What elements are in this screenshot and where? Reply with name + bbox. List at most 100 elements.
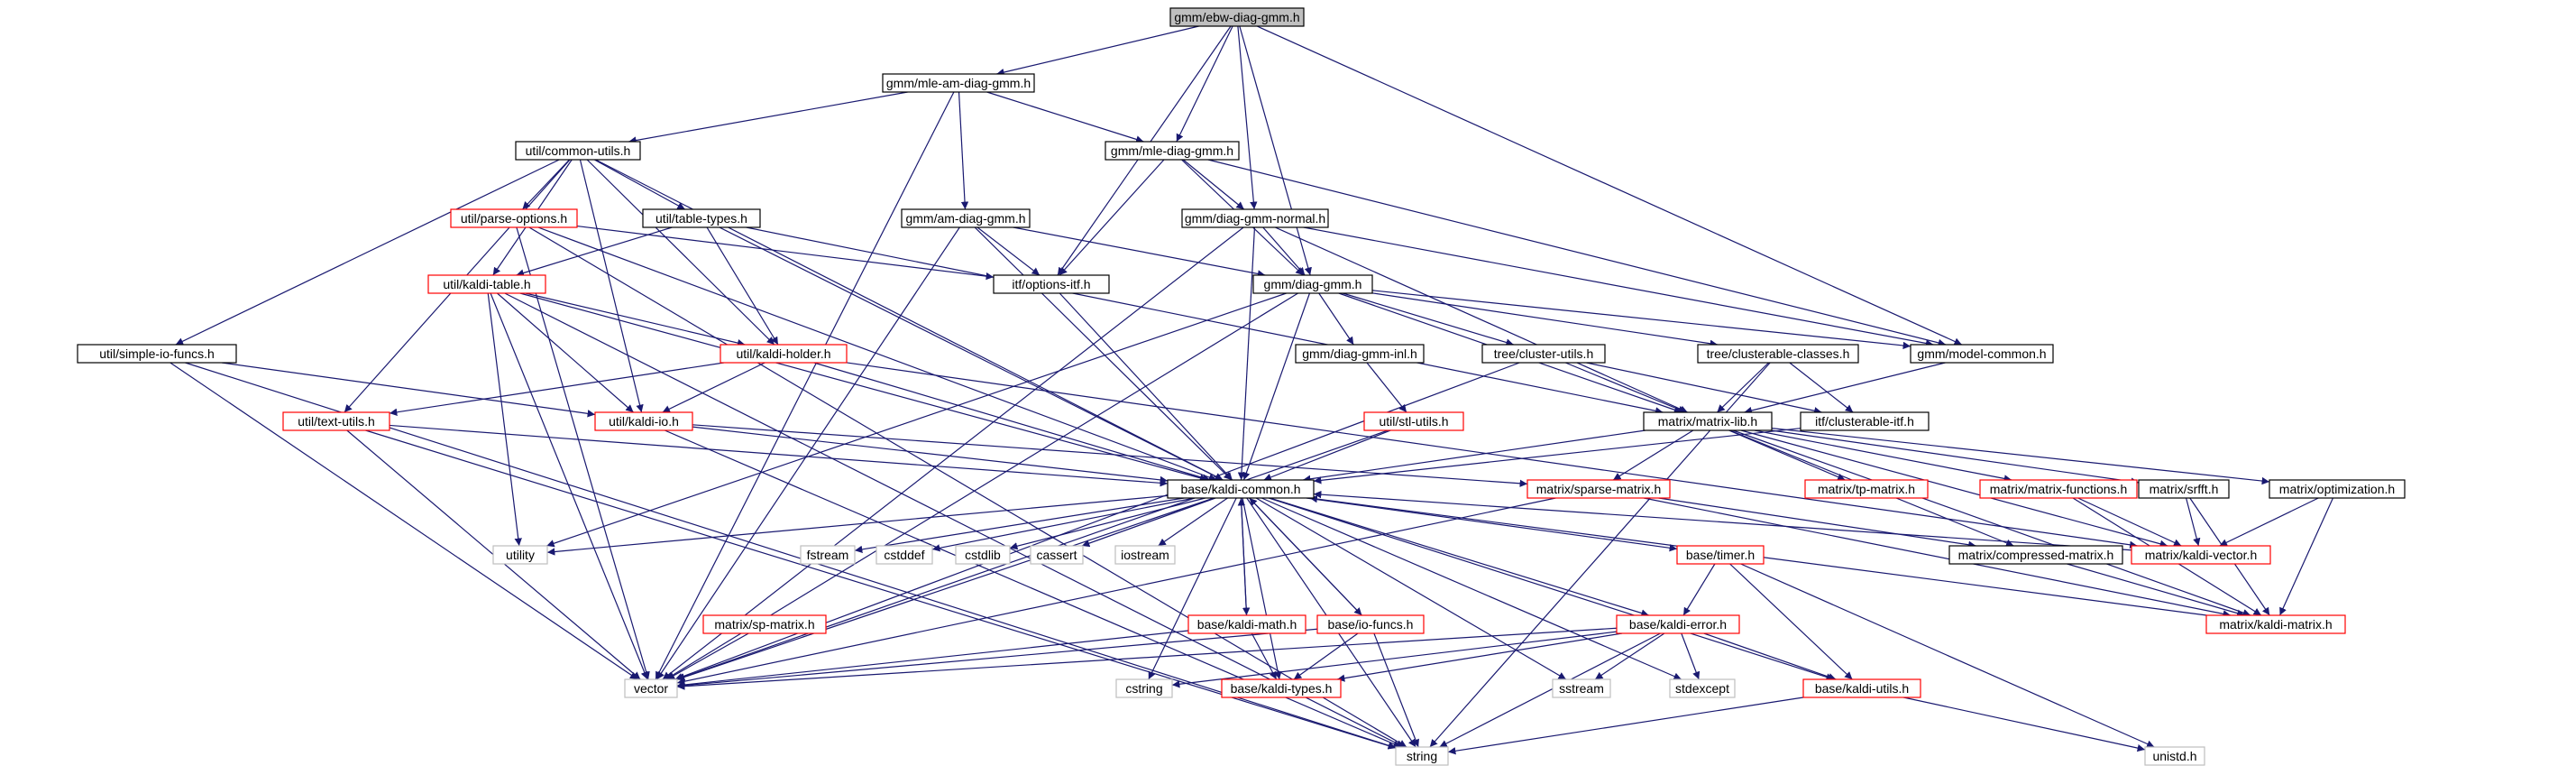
node-fstream[interactable]: fstream — [800, 545, 856, 565]
edge-ebw-to-diagnormal — [1237, 25, 1258, 210]
node-utility[interactable]: utility — [492, 545, 548, 565]
node-matrix-functions[interactable]: matrix/matrix-functions.h — [1979, 479, 2138, 499]
node-kaldi-io[interactable]: util/kaldi-io.h — [594, 411, 693, 431]
node-clusterable-itf[interactable]: itf/clusterable-itf.h — [1800, 411, 1930, 431]
node-diaggmm[interactable]: gmm/diag-gmm.h — [1252, 274, 1373, 294]
node-label: gmm/ebw-diag-gmm.h — [1174, 10, 1299, 24]
node-simple-io[interactable]: util/simple-io-funcs.h — [77, 344, 237, 364]
node-table-types[interactable]: util/table-types.h — [642, 208, 761, 228]
node-vector[interactable]: vector — [624, 678, 678, 698]
node-sp-matrix[interactable]: matrix/sp-matrix.h — [702, 614, 827, 634]
node-label: base/kaldi-types.h — [1231, 681, 1333, 696]
node-optimization[interactable]: matrix/optimization.h — [2269, 479, 2406, 499]
node-srfft[interactable]: matrix/srfft.h — [2138, 479, 2230, 499]
edge-common_utils-to-simple_io — [175, 159, 560, 346]
node-cstddef[interactable]: cstddef — [875, 545, 933, 565]
edge-kaldi_common-to-timer — [1306, 497, 1678, 552]
nodes-layer: gmm/ebw-diag-gmm.h gmm/mle-am-diag-gmm.h u… — [77, 7, 2406, 766]
edge-ebw-to-mleam — [996, 25, 1199, 77]
edge-kaldi_table-to-kaldi_io — [497, 292, 634, 413]
node-mleam[interactable]: gmm/mle-am-diag-gmm.h — [882, 73, 1035, 93]
edge-kaldi_error-to-cstring — [1171, 631, 1618, 688]
edge-kaldi_common-to-kaldi_utils — [1268, 497, 1835, 681]
node-label: util/common-utils.h — [526, 143, 631, 158]
node-box — [875, 545, 933, 565]
node-text-utils[interactable]: util/text-utils.h — [282, 411, 390, 431]
node-cstdlib[interactable]: cstdlib — [955, 545, 1011, 565]
node-label: fstream — [807, 548, 849, 562]
edge-text_utils-to-string — [365, 429, 1397, 750]
node-common-utils[interactable]: util/common-utils.h — [515, 141, 641, 161]
node-timer[interactable]: base/timer.h — [1676, 545, 1765, 565]
node-kaldi-types[interactable]: base/kaldi-types.h — [1221, 678, 1342, 698]
edge-table_types-to-kaldi_table — [516, 226, 673, 277]
node-stl-utils[interactable]: util/stl-utils.h — [1363, 411, 1464, 431]
node-label: tree/clusterable-classes.h — [1707, 346, 1850, 361]
node-clusterable-classes[interactable]: tree/clusterable-classes.h — [1697, 344, 1859, 364]
node-mlediag[interactable]: gmm/mle-diag-gmm.h — [1105, 141, 1240, 161]
node-io-funcs[interactable]: base/io-funcs.h — [1316, 614, 1425, 634]
node-label: matrix/kaldi-matrix.h — [2219, 617, 2332, 632]
node-cassert[interactable]: cassert — [1030, 545, 1084, 565]
edge-kaldi_io-to-kaldi_common — [692, 426, 1169, 484]
edge-clusterable_classes-to-clusterable_itf — [1789, 362, 1854, 413]
node-box — [720, 344, 848, 364]
node-kaldi-matrix[interactable]: matrix/kaldi-matrix.h — [2205, 614, 2346, 634]
edge-amdiag-to-diaggmm — [1013, 226, 1266, 278]
node-sparse-matrix[interactable]: matrix/sparse-matrix.h — [1526, 479, 1671, 499]
edge-kaldi_math-to-kaldi_types — [1251, 632, 1278, 680]
node-kaldi-math[interactable]: base/kaldi-math.h — [1187, 614, 1306, 634]
node-label: stdexcept — [1675, 681, 1729, 696]
node-label: util/parse-options.h — [461, 211, 567, 226]
node-cluster-utils[interactable]: tree/cluster-utils.h — [1481, 344, 1606, 364]
edge-kaldi_vector-to-kaldi_common — [1313, 490, 2132, 551]
edge-kaldi_common-to-kaldi_types — [1242, 497, 1282, 680]
node-diaggmm-inl[interactable]: gmm/diag-gmm-inl.h — [1295, 344, 1425, 364]
node-box — [2205, 614, 2346, 634]
node-sstream[interactable]: sstream — [1552, 678, 1611, 698]
node-string[interactable]: string — [1395, 746, 1449, 766]
node-kaldi-table[interactable]: util/kaldi-table.h — [427, 274, 546, 294]
edge-parse_options-to-kaldi_common — [537, 226, 1217, 482]
node-cstring[interactable]: cstring — [1115, 678, 1173, 698]
node-label: util/text-utils.h — [298, 414, 375, 429]
node-box — [882, 73, 1035, 93]
edge-amdiag-to-options_itf — [976, 226, 1040, 276]
edge-kaldi_table-to-kaldi_holder — [525, 292, 746, 347]
node-box — [1481, 344, 1606, 364]
edge-optimization-to-kaldi_vector — [2219, 497, 2319, 547]
node-compressed-matrix[interactable]: matrix/compressed-matrix.h — [1948, 545, 2123, 565]
edge-parse_options-to-vector — [516, 226, 650, 680]
edge-model_common-to-matrix_lib — [1744, 362, 1946, 415]
node-amdiag[interactable]: gmm/am-diag-gmm.h — [901, 208, 1031, 228]
node-kaldi-error[interactable]: base/kaldi-error.h — [1616, 614, 1740, 634]
edge-sp_matrix-to-vector — [666, 632, 749, 680]
node-box — [450, 208, 578, 228]
edge-kaldi_error-to-vector — [676, 627, 1618, 690]
node-kaldi-common[interactable]: base/kaldi-common.h — [1167, 479, 1315, 499]
node-kaldi-utils[interactable]: base/kaldi-utils.h — [1802, 678, 1921, 698]
edge-mleam-to-vector — [655, 91, 955, 680]
node-kaldi-holder[interactable]: util/kaldi-holder.h — [720, 344, 848, 364]
edge-diaggmm-to-cluster_utils — [1343, 292, 1514, 346]
edge-kaldi_utils-to-string — [1447, 697, 1804, 755]
node-box — [1115, 678, 1173, 698]
node-unistd[interactable]: unistd.h — [2144, 746, 2205, 766]
node-tp-matrix[interactable]: matrix/tp-matrix.h — [1804, 479, 1929, 499]
edge-compressed_matrix-to-kaldi_matrix — [2067, 563, 2245, 617]
node-options-itf[interactable]: itf/options-itf.h — [993, 274, 1110, 294]
node-box — [594, 411, 693, 431]
edge-kaldi_error-to-string — [1439, 632, 1661, 748]
node-stdexcept[interactable]: stdexcept — [1669, 678, 1736, 698]
node-iostream[interactable]: iostream — [1114, 545, 1176, 565]
node-model-common[interactable]: gmm/model-common.h — [1910, 344, 2054, 364]
edge-matrix_functions-to-kaldi_vector — [2077, 497, 2182, 547]
node-kaldi-vector[interactable]: matrix/kaldi-vector.h — [2131, 545, 2271, 565]
edge-sparse_matrix-to-kaldi_matrix — [1643, 497, 2232, 618]
node-label: matrix/srfft.h — [2150, 482, 2219, 496]
node-box — [1316, 614, 1425, 634]
edge-kaldi_holder-to-text_utils — [389, 362, 724, 416]
node-diagnormal[interactable]: gmm/diag-gmm-normal.h — [1181, 208, 1329, 228]
node-matrix-lib[interactable]: matrix/matrix-lib.h — [1643, 411, 1773, 431]
node-parse-options[interactable]: util/parse-options.h — [450, 208, 578, 228]
